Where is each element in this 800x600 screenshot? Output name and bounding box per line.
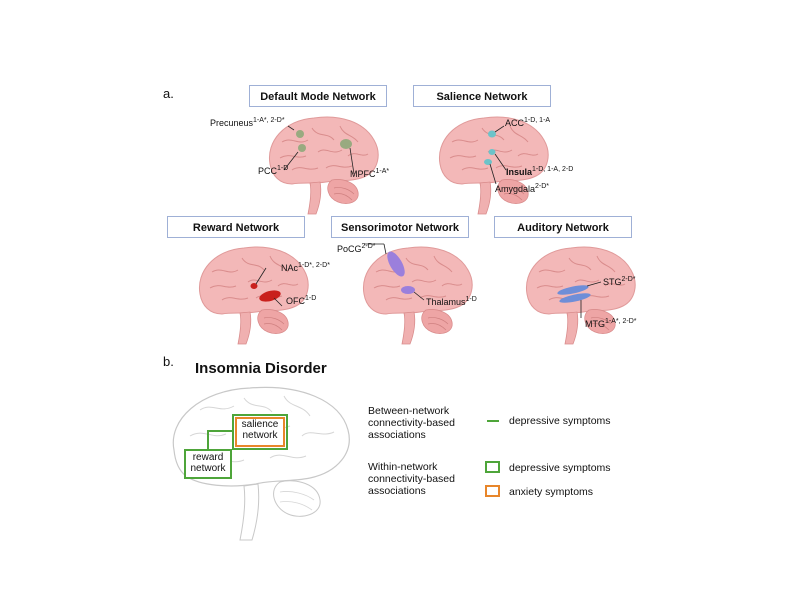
pocg-label: PoCG2-D* (337, 243, 376, 254)
acc-label: ACC1-D, 1-A (505, 117, 551, 128)
salience-brain (438, 116, 549, 215)
acc-region (488, 130, 496, 138)
panel-a-label: a. (163, 86, 174, 101)
reward-brain (198, 246, 309, 345)
mtg-region (559, 293, 591, 303)
mpfc-label: MPFC1-A* (350, 168, 390, 179)
within-anxiety-swatch (485, 485, 500, 497)
pcc-region (298, 144, 306, 152)
auditory-title: Auditory Network (494, 216, 632, 238)
reward-title: Reward Network (167, 216, 305, 238)
auditory-brain (525, 246, 636, 345)
insomnia-title: Insomnia Disorder (195, 360, 327, 377)
within-legend-label: Within-network connectivity-based associ… (368, 461, 455, 497)
mpfc-region (340, 139, 352, 149)
pocg-region (387, 251, 405, 277)
insula-label: Insula1-D, 1-A, 2-D (506, 166, 574, 177)
nac-region (250, 283, 258, 289)
dmn-title: Default Mode Network (249, 85, 387, 107)
amygdala-region (484, 159, 492, 165)
salience-network-box (232, 414, 288, 450)
between-legend-label: Between-network connectivity-based assoc… (368, 405, 455, 441)
between-legend-swatch (487, 420, 499, 422)
panel-b-label: b. (163, 354, 174, 369)
sensorimotor-title: Sensorimotor Network (331, 216, 469, 238)
reward-network-box (184, 449, 232, 479)
between-network-link (207, 430, 232, 451)
reward-network-label: reward network (190, 452, 226, 474)
salience-network-label: salience network (241, 419, 279, 441)
sensorimotor-brain (362, 243, 473, 345)
within-anxiety-item: anxiety symptoms (509, 486, 594, 498)
salience-title: Salience Network (413, 85, 551, 107)
mtg-label: MTG1-A*, 2-D* (585, 318, 637, 329)
thalamus-region (401, 286, 415, 294)
precuneus-label: Precuneus1-A*, 2-D* (210, 117, 285, 128)
within-depressive-swatch (485, 461, 500, 473)
between-legend-item: depressive symptoms (509, 415, 611, 427)
ofc-label: OFC1-D (286, 295, 317, 306)
salience-network-inner-box (235, 417, 285, 447)
thalamus-label: Thalamus1-D (426, 296, 477, 307)
insula-region (488, 149, 496, 155)
amygdala-label: Amygdala2-D* (495, 183, 550, 194)
pcc-label: PCC1-D (258, 165, 289, 176)
stg-region (557, 285, 589, 295)
precuneus-region (296, 130, 304, 138)
within-depressive-item: depressive symptoms (509, 462, 611, 474)
nac-label: NAc1-D*, 2-D* (281, 262, 330, 273)
stg-label: STG2-D* (603, 276, 636, 287)
dmn-brain (268, 116, 379, 215)
